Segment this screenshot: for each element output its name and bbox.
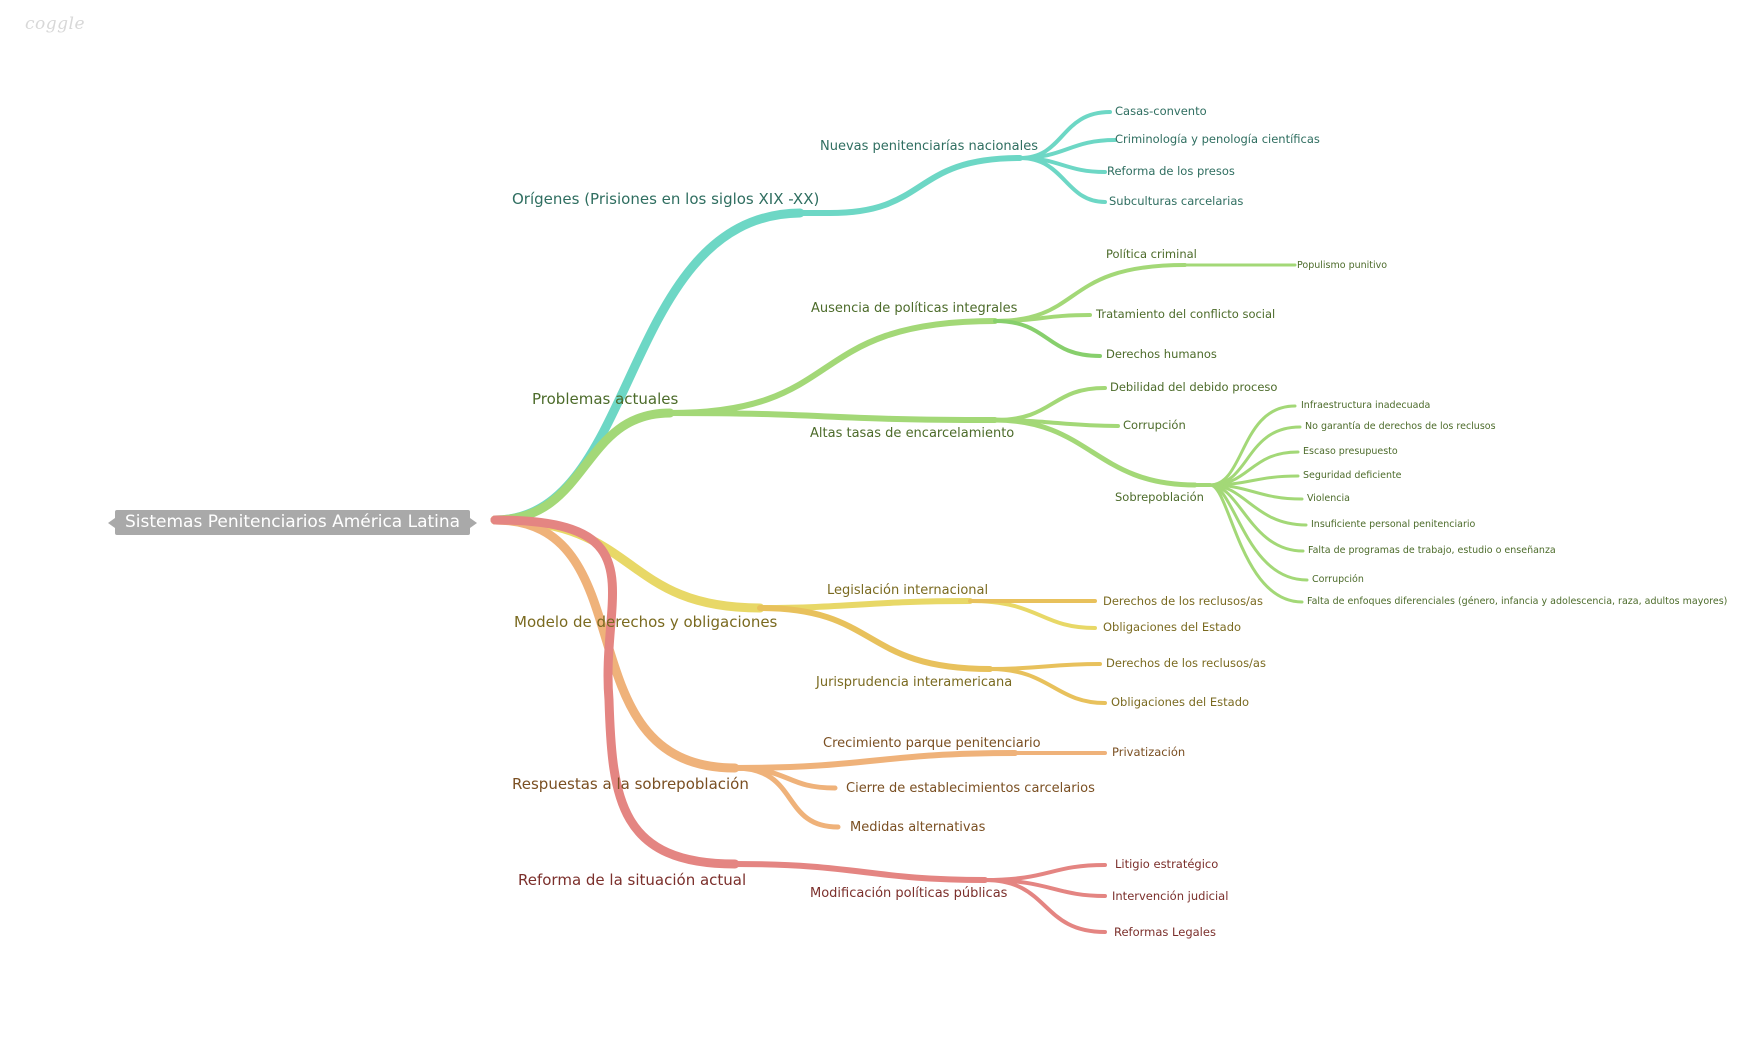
node-leg-obligaciones-estado[interactable]: Obligaciones del Estado bbox=[1103, 620, 1242, 634]
node-insuficiente-personal[interactable]: Insuficiente personal penitenciario bbox=[1311, 519, 1476, 530]
link-root-origenes bbox=[490, 208, 805, 525]
node-sobrepoblacion[interactable]: Sobrepoblación bbox=[1115, 490, 1204, 504]
link-modelo-jurisprudencia bbox=[757, 605, 993, 672]
link-root-modelo bbox=[490, 515, 765, 613]
node-falta-programas[interactable]: Falta de programas de trabajo, estudio o… bbox=[1308, 545, 1556, 556]
link-sob-9 bbox=[1208, 483, 1304, 604]
node-subculturas[interactable]: Subculturas carcelarias bbox=[1109, 194, 1244, 208]
sobrepoblacion-lines bbox=[1193, 404, 1309, 604]
node-corrupcion-altas[interactable]: Corrupción bbox=[1123, 418, 1186, 432]
link-altas-sobrepoblacion bbox=[992, 417, 1198, 488]
node-tratamiento-conflicto[interactable]: Tratamiento del conflicto social bbox=[1096, 307, 1276, 321]
link-sob-8 bbox=[1208, 483, 1309, 582]
node-infraestructura[interactable]: Infraestructura inadecuada bbox=[1301, 400, 1431, 411]
node-litigio-estrategico[interactable]: Litigio estratégico bbox=[1115, 857, 1219, 871]
node-intervencion-judicial[interactable]: Intervención judicial bbox=[1112, 889, 1229, 903]
node-seguridad-deficiente[interactable]: Seguridad deficiente bbox=[1303, 470, 1402, 481]
node-origenes[interactable]: Orígenes (Prisiones en los siglos XIX -X… bbox=[512, 190, 820, 208]
root-node[interactable]: Sistemas Penitenciarios América Latina bbox=[107, 510, 478, 535]
link-sob-7 bbox=[1208, 483, 1305, 553]
node-modelo-derechos[interactable]: Modelo de derechos y obligaciones bbox=[514, 613, 778, 631]
branch-reforma-lines bbox=[490, 515, 1107, 934]
link-juris-obligaciones bbox=[988, 667, 1107, 705]
link-problemas-altas bbox=[667, 410, 998, 423]
link-nuevas-subculturas bbox=[1018, 156, 1107, 204]
node-nuevas-penitenciarias[interactable]: Nuevas penitenciarías nacionales bbox=[820, 139, 1039, 154]
link-sob-1 bbox=[1208, 404, 1297, 487]
coggle-logo[interactable]: coggle bbox=[25, 14, 86, 34]
node-medidas-alternativas[interactable]: Medidas alternativas bbox=[850, 820, 986, 835]
node-legislacion-internacional[interactable]: Legislación internacional bbox=[827, 583, 989, 598]
node-criminologia[interactable]: Criminología y penología científicas bbox=[1115, 132, 1320, 146]
node-jurisprudencia-interamericana[interactable]: Jurisprudencia interamericana bbox=[816, 675, 1013, 690]
node-leg-derechos-reclusos[interactable]: Derechos de los reclusos/as bbox=[1103, 594, 1263, 608]
node-no-garantia[interactable]: No garantía de derechos de los reclusos bbox=[1305, 421, 1496, 432]
node-derechos-humanos[interactable]: Derechos humanos bbox=[1106, 347, 1217, 361]
link-origenes-nuevas bbox=[827, 155, 1023, 216]
node-jur-obligaciones-estado[interactable]: Obligaciones del Estado bbox=[1111, 695, 1250, 709]
node-crecimiento-parque[interactable]: Crecimiento parque penitenciario bbox=[823, 736, 1041, 751]
node-reformas-legales[interactable]: Reformas Legales bbox=[1114, 925, 1216, 939]
node-cierre-establecimientos[interactable]: Cierre de establecimientos carcelarios bbox=[846, 781, 1095, 796]
node-jur-derechos-reclusos[interactable]: Derechos de los reclusos/as bbox=[1106, 656, 1266, 670]
link-ausencia-derechos bbox=[993, 319, 1102, 358]
node-problemas-actuales[interactable]: Problemas actuales bbox=[532, 390, 679, 408]
link-respuestas-crecimiento bbox=[732, 750, 1018, 771]
node-reforma-situacion[interactable]: Reforma de la situación actual bbox=[518, 871, 747, 889]
link-legislacion-obligaciones bbox=[968, 599, 1097, 630]
link-root-reforma bbox=[490, 515, 740, 869]
link-mod-litigio bbox=[983, 863, 1107, 882]
node-debilidad-debido-proceso[interactable]: Debilidad del debido proceso bbox=[1110, 380, 1278, 394]
node-politica-criminal[interactable]: Política criminal bbox=[1106, 247, 1197, 261]
node-populismo-punitivo[interactable]: Populismo punitivo bbox=[1297, 260, 1388, 271]
link-respuestas-medidas bbox=[732, 765, 841, 830]
node-falta-enfoques[interactable]: Falta de enfoques diferenciales (género,… bbox=[1307, 596, 1728, 607]
node-corrupcion-sobrepoblacion[interactable]: Corrupción bbox=[1312, 574, 1364, 585]
node-casas-convento[interactable]: Casas-convento bbox=[1115, 104, 1207, 118]
link-problemas-ausencia bbox=[667, 318, 998, 416]
node-altas-tasas[interactable]: Altas tasas de encarcelamiento bbox=[810, 426, 1015, 441]
node-modificacion-politicas[interactable]: Modificación políticas públicas bbox=[810, 886, 1008, 901]
node-respuestas-sobrepoblacion[interactable]: Respuestas a la sobrepoblación bbox=[512, 775, 749, 793]
node-reforma-presos[interactable]: Reforma de los presos bbox=[1107, 164, 1235, 178]
link-root-problemas bbox=[490, 408, 675, 525]
node-violencia[interactable]: Violencia bbox=[1307, 493, 1350, 504]
link-reforma-modificacion bbox=[732, 861, 988, 883]
link-altas-debilidad bbox=[993, 386, 1107, 422]
link-mod-reformas bbox=[983, 878, 1107, 934]
node-escaso-presupuesto[interactable]: Escaso presupuesto bbox=[1303, 446, 1398, 457]
node-ausencia-politicas[interactable]: Ausencia de políticas integrales bbox=[811, 301, 1018, 316]
node-privatizacion[interactable]: Privatización bbox=[1112, 745, 1186, 759]
